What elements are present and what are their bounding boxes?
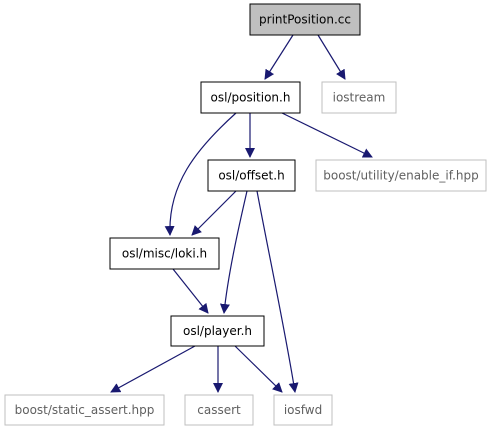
node-label: boost/utility/enable_if.hpp — [323, 169, 478, 183]
node-label: printPosition.cc — [259, 13, 351, 27]
edge-offset-to-loki — [191, 190, 237, 236]
edge-offset-to-player — [219, 190, 248, 314]
node-iostream[interactable]: iostream — [321, 81, 397, 114]
node-box — [321, 81, 397, 114]
node-label: osl/position.h — [211, 91, 291, 105]
node-label: iosfwd — [284, 403, 322, 417]
node-box — [315, 159, 487, 192]
node-label: cassert — [197, 403, 241, 417]
edge-offset-to-iosfwd — [256, 190, 299, 393]
node-label: iostream — [333, 91, 386, 105]
edge-printposition-to-position — [264, 34, 294, 80]
node-osl-offset-h[interactable]: osl/offset.h — [207, 159, 296, 192]
node-osl-position-h[interactable]: osl/position.h — [200, 81, 301, 114]
node-label: osl/misc/loki.h — [122, 247, 207, 261]
node-osl-misc-loki-h[interactable]: osl/misc/loki.h — [109, 237, 220, 270]
node-box — [207, 159, 296, 192]
node-label: osl/offset.h — [218, 169, 284, 183]
node-printposition-cc[interactable]: printPosition.cc — [249, 3, 361, 36]
node-label: boost/static_assert.hpp — [15, 403, 155, 417]
node-box — [184, 394, 254, 426]
edge-position-to-loki — [164, 112, 237, 236]
node-cassert[interactable]: cassert — [184, 394, 254, 426]
node-osl-player-h[interactable]: osl/player.h — [170, 315, 265, 347]
nodes: printPosition.cc osl/position.h iostream… — [4, 3, 487, 426]
node-box — [200, 81, 301, 114]
edge-position-to-enable-if — [281, 112, 373, 158]
edge-loki-to-player — [172, 268, 209, 314]
node-box — [170, 315, 265, 347]
edge-printposition-to-iostream — [317, 34, 346, 80]
node-box — [273, 394, 333, 426]
node-iosfwd[interactable]: iosfwd — [273, 394, 333, 426]
edge-player-to-iosfwd — [234, 345, 283, 393]
node-box — [109, 237, 220, 270]
node-box — [249, 3, 361, 36]
edge-player-to-static-assert — [110, 345, 196, 393]
node-box — [4, 394, 165, 426]
node-boost-static-assert[interactable]: boost/static_assert.hpp — [4, 394, 165, 426]
node-label: osl/player.h — [183, 324, 252, 338]
edges — [110, 34, 373, 393]
node-boost-enable-if[interactable]: boost/utility/enable_if.hpp — [315, 159, 487, 192]
